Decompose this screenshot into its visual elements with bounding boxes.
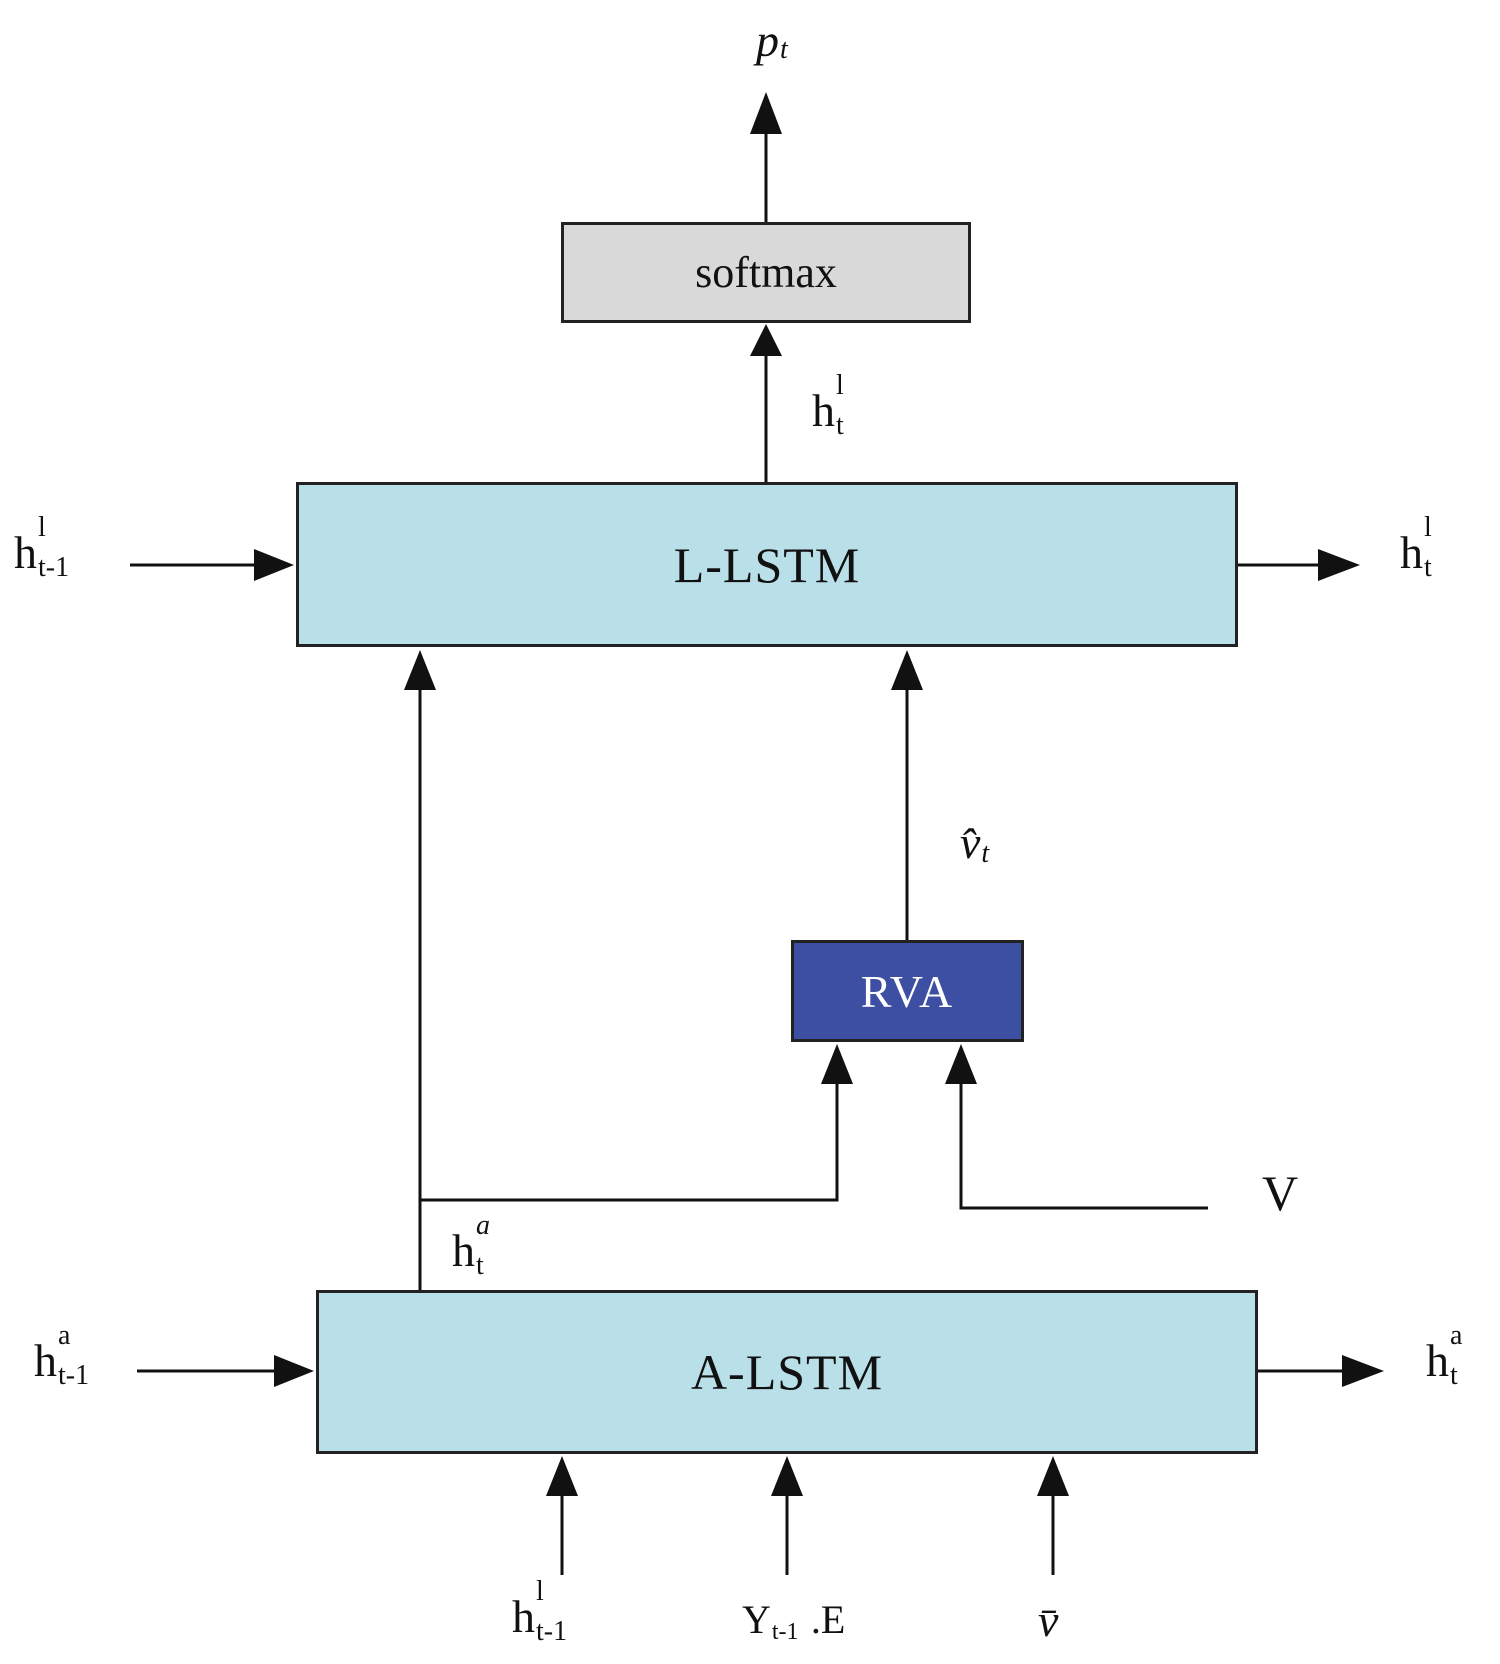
softmax-label: softmax bbox=[695, 248, 837, 297]
arrowhead-llstm-from-ha bbox=[404, 650, 436, 690]
arrow-v-to-rva bbox=[959, 1075, 1208, 1210]
arrowhead-alstm-from-vbar bbox=[1037, 1456, 1069, 1496]
arrowhead-alstm-from-hl bbox=[546, 1456, 578, 1496]
v-hat-t-label: v̂t bbox=[960, 817, 990, 869]
arrowhead-rva-from-ha bbox=[821, 1044, 853, 1084]
arrowhead-output bbox=[750, 92, 782, 134]
arrowhead-rva-from-v bbox=[945, 1044, 977, 1084]
a-lstm-box: A-LSTM bbox=[316, 1290, 1258, 1454]
l-lstm-label: L-LSTM bbox=[673, 536, 861, 593]
arrowhead-llstm-from-rva bbox=[891, 650, 923, 690]
arrowhead-llstm-right bbox=[1318, 549, 1360, 581]
arrow-ha-to-rva bbox=[420, 1075, 839, 1202]
rva-label: RVA bbox=[860, 965, 955, 1017]
a-lstm-label: A-LSTM bbox=[690, 1344, 884, 1400]
arrowhead-softmax bbox=[750, 324, 782, 356]
arrowhead-alstm-left bbox=[274, 1355, 314, 1387]
softmax-box: softmax bbox=[561, 222, 971, 323]
l-lstm-box: L-LSTM bbox=[296, 482, 1238, 647]
arrowhead-alstm-right bbox=[1342, 1355, 1384, 1387]
v-bar-label: v̄ bbox=[1038, 1595, 1059, 1646]
v-features-label: V bbox=[1262, 1165, 1299, 1221]
arrowhead-alstm-from-ye bbox=[771, 1456, 803, 1496]
arrowhead-llstm-left bbox=[254, 549, 294, 581]
rva-box: RVA bbox=[791, 940, 1024, 1042]
